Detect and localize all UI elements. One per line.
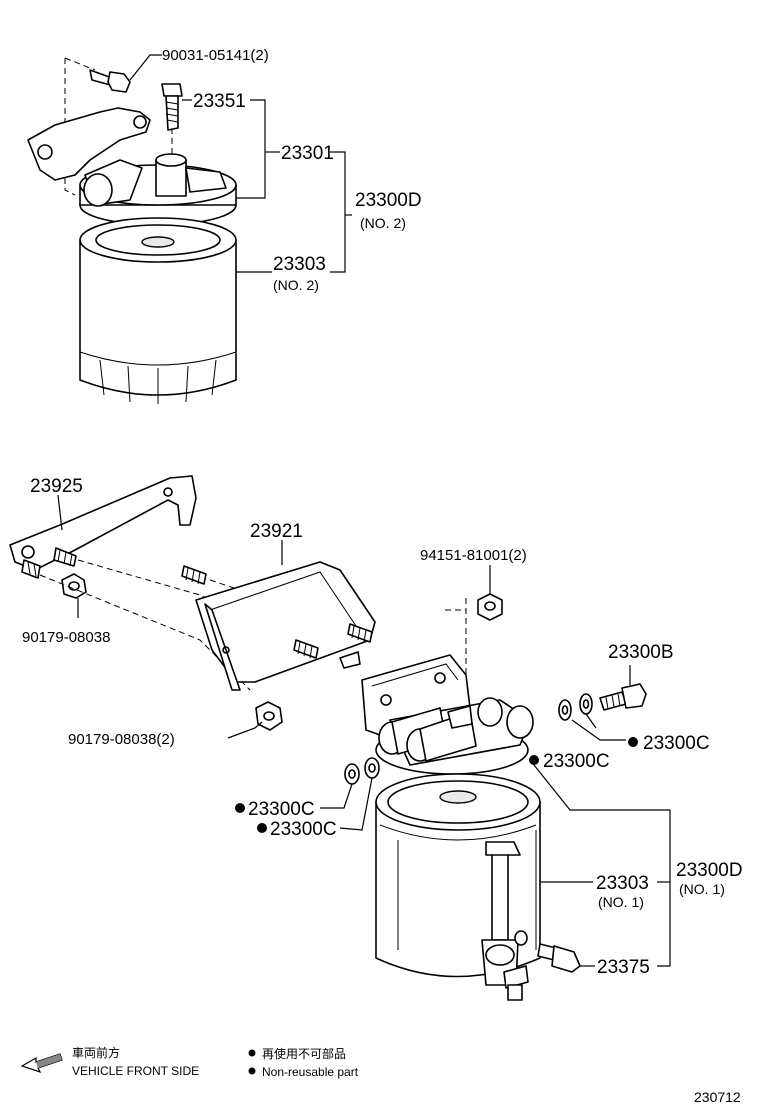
- upper-filter-assembly: [27, 54, 352, 404]
- label-23303-no1-sub: (NO. 1): [598, 894, 644, 910]
- legend-nonreuse-jp: 再使用不可部品: [262, 1046, 346, 1061]
- bracket-23921: [195, 561, 376, 691]
- label-23300D-no1-sub: (NO. 1): [679, 881, 725, 897]
- label-23300D-no1: 23300D: [676, 860, 743, 881]
- stay-23925: [9, 475, 207, 585]
- nonreuse-dot-23300C-left-b: [257, 823, 267, 833]
- legend-nonreuse-en: Non-reusable part: [262, 1065, 359, 1079]
- label-23301: 23301: [281, 143, 334, 164]
- label-94151-81001: 94151-81001(2): [420, 547, 527, 564]
- filter-bracket-23301: [27, 107, 237, 226]
- nut-94151-81001: [477, 593, 503, 621]
- label-23300C-left-a: 23300C: [248, 799, 315, 820]
- label-23303-no2-sub: (NO. 2): [273, 277, 319, 293]
- nonreuse-dot-23300C-mid: [529, 755, 539, 765]
- label-23375: 23375: [597, 957, 650, 978]
- legend: [20, 1049, 256, 1075]
- label-23303-no1: 23303: [596, 873, 649, 894]
- label-23300D-no2-sub: (NO. 2): [360, 215, 406, 231]
- label-23303-no2: 23303: [273, 254, 326, 275]
- drain-tube: [481, 841, 529, 1001]
- vent-bolt-23300B: [599, 683, 647, 711]
- label-23300C-mid: 23300C: [543, 751, 610, 772]
- label-23300B: 23300B: [608, 642, 674, 663]
- sensor-23375: [537, 943, 581, 973]
- diagram-code: 230712: [694, 1089, 741, 1105]
- nonreuse-dot-23300C-left-a: [235, 803, 245, 813]
- legend-front-en: VEHICLE FRONT SIDE: [72, 1064, 199, 1078]
- label-23300C-left-b: 23300C: [270, 819, 337, 840]
- filter-element-23303-no2: [79, 217, 237, 404]
- label-90179-08038-lower: 90179-08038(2): [68, 731, 175, 748]
- lower-filter-assembly: [9, 475, 671, 1001]
- legend-front-jp: 車両前方: [72, 1045, 120, 1060]
- gasket-left-pair: [344, 757, 380, 785]
- label-90179-08038-left: 90179-08038: [22, 629, 110, 646]
- nut-90179-08038-lower: [255, 701, 283, 731]
- nut-90179-08038-left: [61, 573, 87, 599]
- nonreuse-dot-23300C-right: [628, 737, 638, 747]
- label-90031-05141: 90031-05141(2): [162, 47, 269, 64]
- legend-bullet-en: [248, 1067, 256, 1075]
- label-23300C-right: 23300C: [643, 733, 710, 754]
- filter-head: [361, 654, 534, 775]
- bolt-90031-05141: [89, 69, 131, 93]
- label-23351: 23351: [193, 91, 246, 112]
- legend-bullet-jp: [248, 1049, 256, 1057]
- label-23300D-no2: 23300D: [355, 190, 422, 211]
- label-23921: 23921: [250, 521, 303, 542]
- label-23925: 23925: [30, 476, 83, 497]
- plug-bolt-23351: [161, 83, 183, 131]
